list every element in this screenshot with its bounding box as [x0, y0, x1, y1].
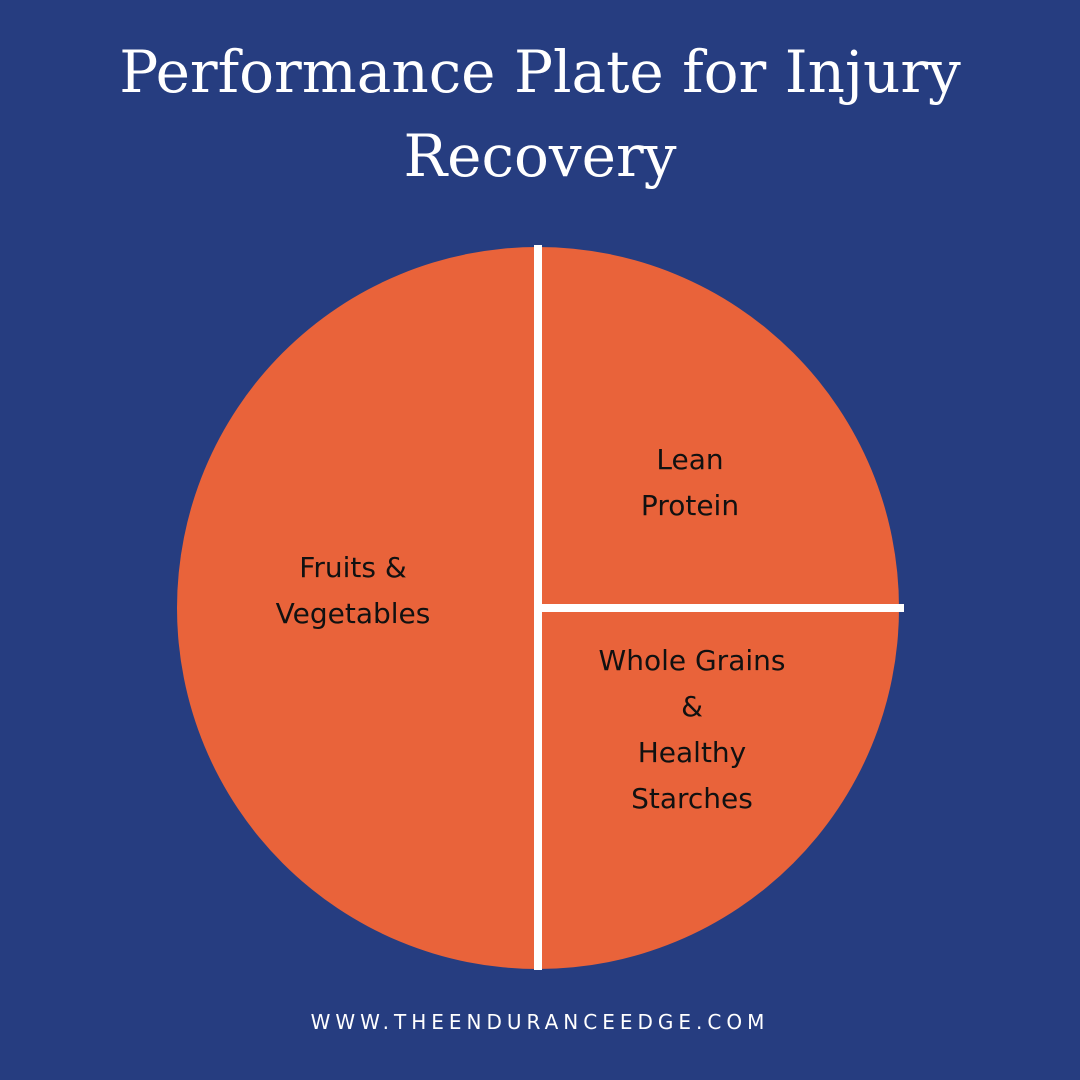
title-line-2: Recovery [403, 122, 677, 190]
page-title: Performance Plate for Injury Recovery [0, 30, 1080, 198]
section-fruits-vegetables: Fruits & Vegetables [228, 545, 478, 637]
footer-url: WWW.THEENDURANCEEDGE.COM [310, 1010, 770, 1034]
section-label-line: & [681, 690, 703, 723]
section-label-line: Vegetables [275, 597, 431, 630]
section-label-line: Healthy [637, 736, 747, 769]
title-line-1: Performance Plate for Injury [119, 38, 961, 106]
section-whole-grains: Whole Grains & Healthy Starches [560, 638, 824, 822]
section-label-line: Protein [640, 489, 740, 522]
section-label-line: Fruits & [299, 551, 407, 584]
section-label-line: Whole Grains [598, 644, 786, 677]
section-label-line: Starches [631, 782, 753, 815]
section-lean-protein: Lean Protein [570, 437, 810, 529]
section-label-line: Lean [656, 443, 724, 476]
